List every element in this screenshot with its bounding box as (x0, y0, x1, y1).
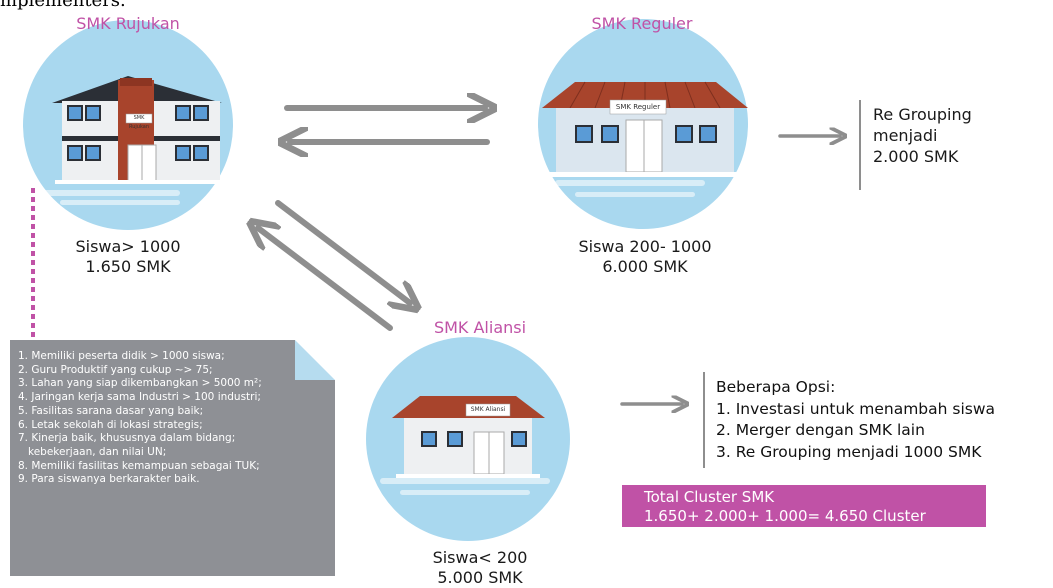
house-reguler-icon (542, 81, 748, 177)
stats-aliansi-count: 5.000 SMK (437, 568, 523, 587)
criteria-item: kebekerjaan, dan nilai UN; (18, 445, 167, 458)
criteria-item: 8. Memiliki fasilitas kemampuan sebagai … (18, 459, 260, 472)
regroup-line-1: Re Grouping (873, 105, 972, 124)
stats-reguler-students: Siswa 200- 1000 (578, 237, 712, 256)
options-heading: Beberapa Opsi: (716, 378, 836, 396)
criteria-item: 1. Memiliki peserta didik > 1000 siswa; (18, 350, 225, 362)
criteria-item: 7. Kinerja baik, khususnya dalam bidang; (18, 432, 236, 445)
note-fold-corner (295, 340, 335, 380)
total-label: Total Cluster SMK (644, 488, 775, 506)
option-item: 1. Investasi untuk menambah siswa (716, 399, 996, 418)
regroup-divider (859, 100, 861, 190)
option-item: 2. Merger dengan SMK lain (716, 421, 925, 439)
criteria-item: 2. Guru Produktif yang cukup ~> 75; (18, 363, 213, 376)
stats-rujukan: Siswa> 1000 1.650 SMK (58, 237, 198, 277)
options-divider (703, 372, 705, 468)
options-text: Beberapa Opsi: 1. Investasi untuk menamb… (716, 377, 995, 463)
clipped-top-text: mplementers. (0, 0, 126, 11)
criteria-note: 1. Memiliki peserta didik > 1000 siswa; … (10, 340, 335, 576)
house-rujukan-icon (52, 76, 225, 184)
criteria-item: 4. Jaringan kerja sama Industri > 100 in… (18, 391, 261, 404)
arrow-aliansi-to-rujukan (258, 228, 393, 331)
arrow-rujukan-to-aliansi (275, 200, 410, 303)
option-item: 3. Re Grouping menjadi 1000 SMK (716, 442, 982, 461)
criteria-item: 5. Fasilitas sarana dasar yang baik; (18, 404, 204, 417)
stats-aliansi: Siswa< 200 5.000 SMK (405, 548, 555, 588)
total-cluster-box: Total Cluster SMK 1.650+ 2.000+ 1.000= 4… (622, 485, 986, 527)
total-formula: 1.650+ 2.000+ 1.000= 4.650 Cluster (644, 507, 926, 525)
criteria-item: 9. Para siswanya berkarakter baik. (18, 473, 200, 486)
stats-rujukan-students: Siswa> 1000 (75, 237, 181, 256)
stats-reguler-count: 6.000 SMK (602, 257, 688, 276)
regroup-line-2: menjadi (873, 126, 938, 145)
criteria-item: 3. Lahan yang siap dikembangkan > 5000 m… (18, 377, 262, 390)
title-reguler: SMK Reguler (591, 14, 693, 33)
stats-rujukan-count: 1.650 SMK (85, 257, 171, 276)
sign-reguler: SMK Reguler (615, 103, 661, 111)
stats-aliansi-students: Siswa< 200 (432, 548, 528, 567)
stats-reguler: Siswa 200- 1000 6.000 SMK (560, 237, 730, 277)
title-aliansi: SMK Aliansi (433, 318, 527, 337)
title-rujukan: SMK Rujukan (76, 14, 180, 33)
regroup-text: Re Grouping menjadi 2.000 SMK (873, 104, 972, 167)
criteria-item: 6. Letak sekolah di lokasi strategis; (18, 418, 203, 431)
sign-rujukan: SMK Rujukan (128, 115, 150, 130)
sign-aliansi: SMK Aliansi (470, 406, 506, 413)
criteria-list: 1. Memiliki peserta didik > 1000 siswa; … (10, 340, 335, 487)
regroup-line-3: 2.000 SMK (873, 147, 959, 166)
house-aliansi-icon (392, 396, 545, 478)
